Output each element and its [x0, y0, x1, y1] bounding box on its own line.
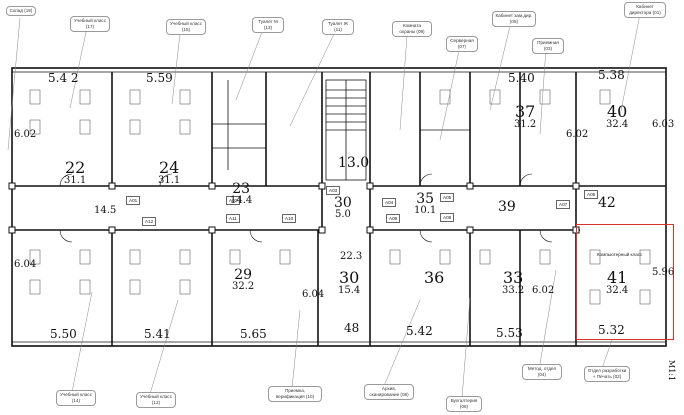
tag-a05[interactable]: А05 [440, 193, 455, 202]
callout-classroom-12[interactable]: Учебный класс (12) [136, 392, 176, 408]
dim-top-2: 5.59 [146, 71, 173, 85]
dim-side-8: 14.5 [94, 205, 117, 216]
staircase [325, 79, 367, 181]
tag-a12[interactable]: А12 [142, 217, 157, 226]
tag-a09[interactable]: А09 [386, 214, 401, 223]
room-num-36: 36 [424, 268, 445, 287]
tag-a06[interactable]: А06 [584, 190, 599, 199]
dim-top-1: 5.4 2 [48, 71, 79, 85]
tag-a04[interactable]: А04 [382, 198, 397, 207]
callout-classroom-14[interactable]: Учебный класс (14) [56, 390, 96, 406]
dim-side-3: 6.03 [652, 119, 675, 130]
callout-deputy-05[interactable]: Кабинет зам.дир. (05) [492, 11, 536, 27]
callout-reception-03[interactable]: Приемная (03) [532, 38, 564, 54]
dim-top-3: 5.40 [508, 71, 535, 85]
tag-a03[interactable]: А03 [326, 186, 341, 195]
callout-toilet-m-13[interactable]: Туалет М (13) [252, 17, 284, 33]
room-num-39: 39 [498, 199, 516, 215]
selected-room-highlight[interactable] [576, 224, 674, 340]
dim-top-4: 5.38 [598, 68, 625, 82]
dim-bottom-1: 5.50 [50, 327, 77, 341]
dim-side-4: 5.96 [652, 267, 675, 278]
dim-side-6: 6.02 [532, 285, 555, 296]
scale-note: M1:1 [667, 360, 676, 382]
dim-side-5: 6.04 [302, 289, 325, 300]
callout-dev-print-02[interactable]: Отдел разработки + Печать (02) [584, 366, 630, 382]
callout-accounting-06[interactable]: Бухгалтерия (06) [446, 396, 482, 412]
dim-side-1: 6.04 [14, 259, 37, 270]
callout-storage-19[interactable]: Склад (19) [6, 6, 36, 16]
callout-server-07[interactable]: Серверная (07) [446, 36, 478, 52]
tag-a07[interactable]: А07 [556, 200, 571, 209]
tag-a10[interactable]: А10 [282, 214, 297, 223]
room-num-48: 48 [344, 321, 360, 335]
dim-bottom-5: 5.53 [496, 326, 523, 340]
callout-security-09[interactable]: Комната охраны (09) [392, 21, 432, 37]
callout-director-01[interactable]: Кабинет директора (01) [624, 2, 666, 18]
selected-room-label: Компьютерный класс [597, 252, 643, 257]
callout-acceptance-10[interactable]: Приемка, верификация (10) [268, 386, 322, 402]
dim-bottom-4: 5.42 [406, 324, 433, 338]
door-swings [59, 173, 553, 243]
callout-toilet-w-11[interactable]: Туалет Ж (11) [322, 19, 354, 35]
stair-area: 13.0 [338, 155, 370, 171]
dim-side-7: 6.02 [14, 129, 37, 140]
tag-a11[interactable]: А11 [226, 214, 240, 223]
dim-bottom-6: 5.32 [598, 323, 625, 337]
tag-a08[interactable]: А08 [440, 213, 455, 222]
room-num-42: 42 [598, 195, 616, 211]
dim-side-9: 22.3 [340, 251, 363, 262]
tag-a02[interactable]: А02 [226, 196, 241, 205]
callout-archive-08[interactable]: Архив, сканирование (08) [364, 384, 414, 400]
callout-classroom-17[interactable]: Учебный класс (17) [70, 16, 110, 32]
callout-method-04[interactable]: Метод. отдел (04) [522, 364, 562, 380]
dim-bottom-2: 5.41 [144, 327, 171, 341]
furniture [29, 89, 651, 305]
columns [8, 182, 580, 234]
dim-bottom-3: 5.65 [240, 327, 267, 341]
leader-lines [7, 13, 641, 399]
callout-classroom-15[interactable]: Учебный класс (15) [166, 19, 206, 35]
tag-a01[interactable]: А01 [126, 196, 141, 205]
windows [20, 67, 660, 347]
dim-side-2: 6.02 [566, 129, 589, 140]
